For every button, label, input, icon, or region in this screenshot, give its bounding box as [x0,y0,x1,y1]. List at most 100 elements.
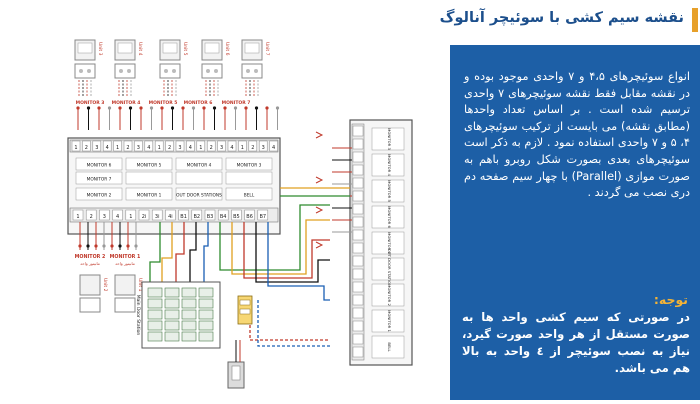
panel-terminal [352,203,364,215]
terminal-dot [149,106,154,110]
unit-panel [159,63,181,79]
top-monitor-label: MONITOR 4 [112,100,141,106]
unit-panel [201,63,223,79]
terminal-dot [128,106,133,110]
panel-cell [371,153,405,177]
top-monitor-label: MONITOR 5 [149,100,178,106]
terminal-cell [258,140,268,152]
panel-cell-label: OUT DOOR STATIONS [387,249,392,290]
panel-terminal [352,333,364,345]
terminal-dot [191,106,196,110]
panel-terminal [352,255,364,267]
terminal-number: 1 [158,145,161,151]
top-monitor-label: MONITOR 6 [184,100,213,106]
panel-cell-label: MONITOR 3 [387,128,392,150]
terminal-cell [227,140,237,152]
unit-button [119,69,123,73]
door-terminal [147,331,163,342]
terminal-cell [134,140,143,152]
panel-terminal [352,151,364,163]
bell-terminal-number: B1 [180,214,187,220]
switcher-cell [175,157,223,171]
switcher-cell [75,171,123,185]
panel-terminal [352,346,364,358]
switcher-cell [125,187,173,201]
terminal-number: 2 [168,145,171,151]
terminal-number: 3 [178,145,181,151]
switcher-cell-label: MONITOR 4 [187,163,212,169]
terminal-number: 3 [137,145,140,151]
unit-button [127,69,131,73]
bottom-handset [79,274,101,296]
terminal-number: 2 [251,145,254,151]
switcher-cell [175,171,223,185]
bell-terminal [178,209,189,221]
bottom-dot [118,244,122,248]
arrow-marker [315,176,324,184]
door-terminal [198,320,214,331]
terminal-number: 3 [95,145,98,151]
terminal-number: 3 [220,145,223,151]
bottom-handset [114,274,136,296]
bottom-monitor-sub: مانیتور واحد [80,261,100,266]
switcher-cell [125,171,173,185]
switcher-cell-label: OUT DOOR STATIONS [176,193,222,199]
note-text: در صورتی که سیم کشی واحد ها به صورت مستق… [462,310,690,375]
panel-terminal [352,294,364,306]
panel-cell [371,205,405,229]
bell-terminal-number: B7 [259,214,266,220]
panel-terminal [352,281,364,293]
title-accent [692,8,698,32]
note-label: توجه: [653,292,688,307]
bottom-panel [114,297,136,313]
unit-label: Unit 6 [224,42,230,56]
terminal-dot [97,106,101,110]
terminal-number: 3 [262,145,265,151]
unit-screen [162,42,178,54]
panel-cell-label: MONITOR 4 [387,154,392,176]
terminal-dot [233,106,238,110]
bottom-monitor-sub: مانیتور واحد [115,261,135,266]
switcher-cell [175,187,223,201]
terminal-cell [217,140,226,152]
door-terminal [147,309,163,320]
terminal-number: 4 [106,145,109,151]
bottom-dot [126,244,130,248]
unit-screen [244,42,260,54]
colored-wire [267,222,330,301]
bottom-dot [110,244,114,248]
panel-terminal [352,216,364,228]
terminal-cell [186,140,195,152]
door-terminal [164,309,180,320]
bell-terminal-number: 2 [90,214,93,220]
bell-terminal-number: B3 [207,214,214,220]
bell-terminal [231,209,242,221]
bottom-panel [79,297,101,313]
terminal-number: 2 [210,145,213,151]
door-terminal [181,298,197,309]
door-terminal [147,320,163,331]
bell-terminal [244,209,255,221]
door-terminal [147,287,163,298]
terminal-cell [92,140,102,152]
terminal-dot [223,106,227,110]
bell-terminal-number: 1 [129,214,132,220]
unit-button [172,69,176,73]
bell-terminal-number: B6 [246,214,253,220]
bell-terminal-number: 3i [155,214,160,220]
bell-terminal [257,209,269,221]
unit-label: Unit 7 [264,42,270,56]
colored-wire [231,219,330,275]
panel-cell-label: MONITOR 5 [387,180,392,202]
terminal-dot [275,106,280,110]
door-terminal [181,287,197,298]
door-terminal [164,287,180,298]
terminal-dot [254,106,259,110]
door-terminal [164,320,180,331]
terminal-number: 1 [116,145,119,151]
terminal-dot [118,106,122,110]
panel-cell-label: MONITOR 6 [387,206,392,228]
switcher-cell-label: MONITOR 1 [137,193,162,199]
